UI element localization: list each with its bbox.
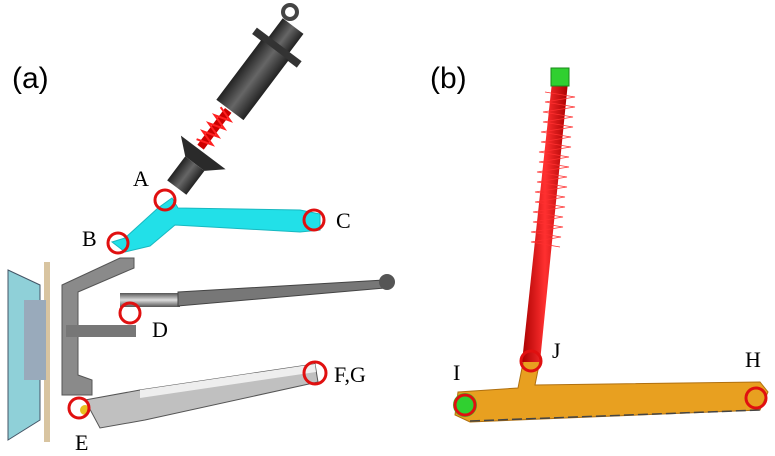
shock-absorber — [167, 3, 304, 195]
panel-a: (a) — [7, 3, 395, 455]
point-fg-marker — [302, 360, 328, 386]
point-e-marker — [67, 396, 91, 420]
point-c-marker — [302, 208, 326, 232]
label-j: J — [552, 338, 561, 363]
spring-b — [530, 91, 576, 248]
label-e: E — [75, 430, 88, 455]
lower-arm-b — [454, 357, 769, 423]
panel-b: (b) I J H — [430, 62, 769, 423]
label-a: A — [133, 166, 149, 191]
point-d-marker — [118, 301, 142, 325]
knuckle — [7, 257, 136, 442]
panel-label-a: (a) — [12, 62, 49, 95]
lower-control-arm — [84, 363, 319, 429]
point-h-marker — [744, 386, 768, 410]
point-a-marker — [153, 188, 177, 212]
panel-label-b: (b) — [430, 62, 467, 95]
point-i-marker — [453, 393, 477, 417]
label-fg: F,G — [334, 362, 366, 387]
label-i: I — [453, 360, 460, 385]
spring-a — [196, 106, 234, 150]
point-j-marker — [519, 349, 543, 373]
strut-b — [522, 67, 576, 362]
tie-rod — [120, 274, 395, 307]
label-d: D — [152, 317, 168, 342]
label-b: B — [82, 226, 97, 251]
label-h: H — [745, 347, 761, 372]
point-b-marker — [106, 231, 130, 255]
label-c: C — [336, 208, 351, 233]
upper-control-arm — [110, 197, 321, 253]
